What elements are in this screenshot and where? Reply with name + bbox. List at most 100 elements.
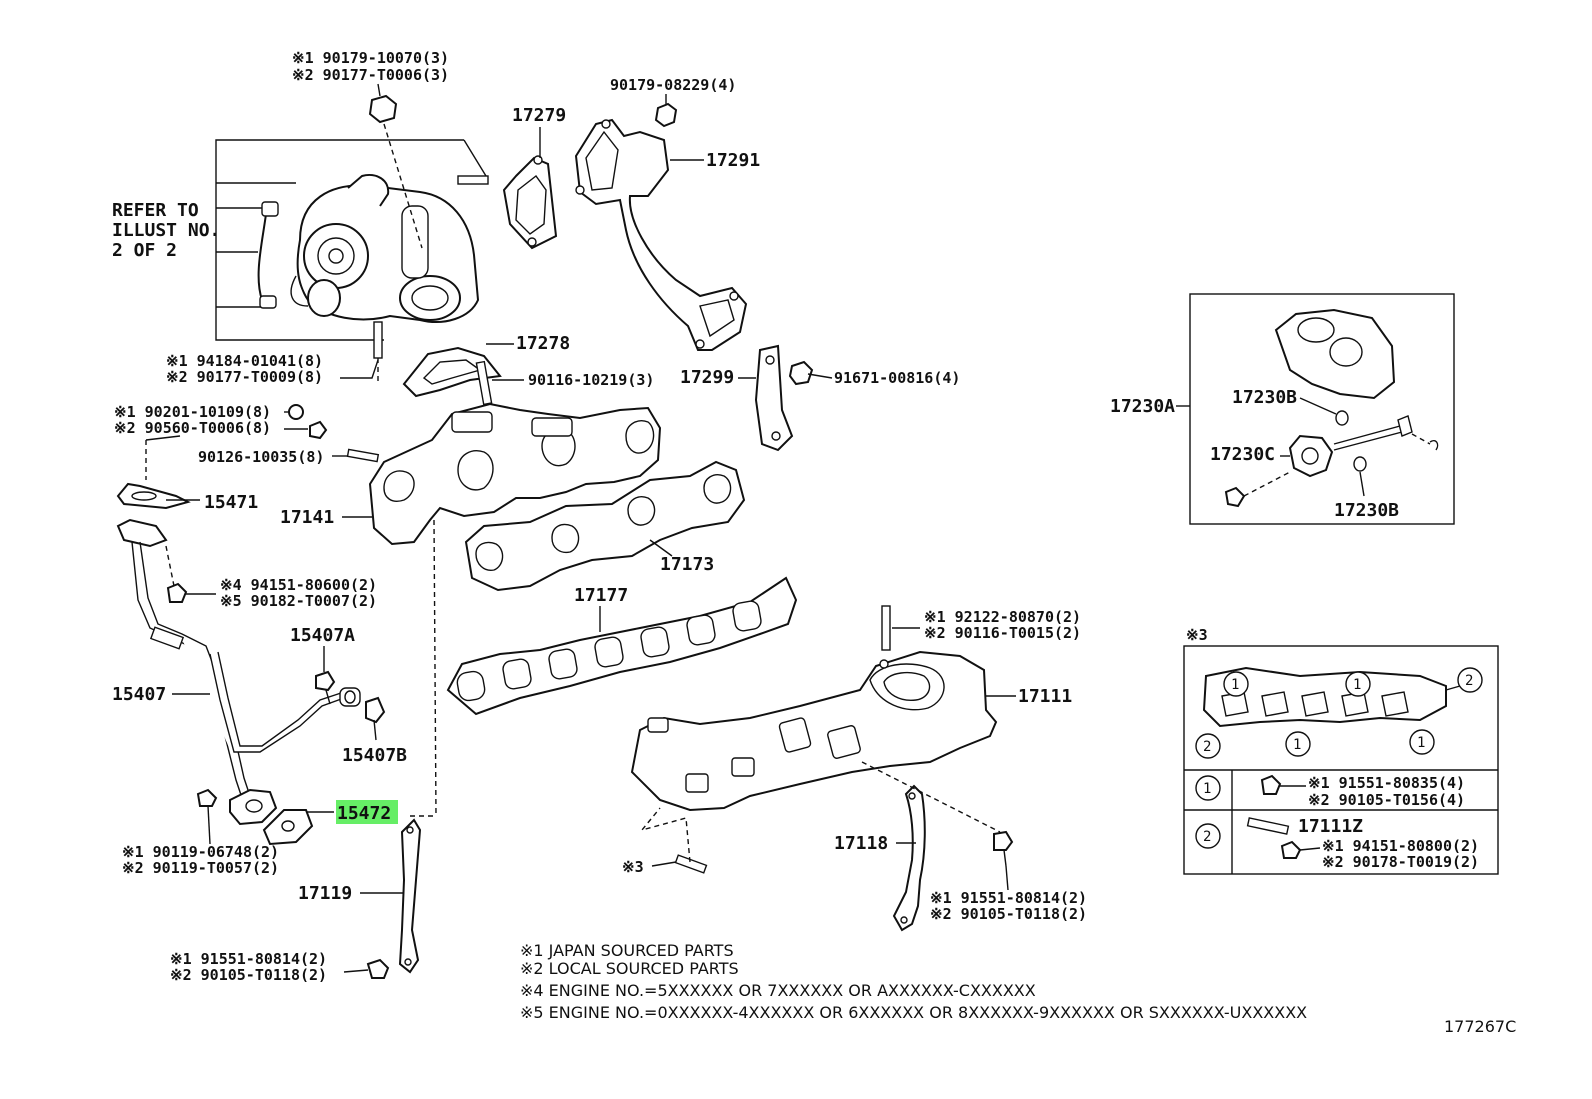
callout-nut-17291: 90179-08229(4) [610, 76, 736, 94]
manifold-gasket-sketch [1195, 666, 1483, 759]
fastener-table [1183, 645, 1499, 875]
label-15407: 15407 [112, 684, 166, 705]
bolt-icon [993, 830, 1014, 851]
turbocharger-group [215, 94, 489, 384]
washer-icon [288, 404, 304, 420]
label-17279: 17279 [512, 105, 566, 126]
bracket-17119 [398, 818, 422, 974]
intake-manifold-17111 [630, 605, 998, 812]
callout-stud-17111-a: ※1 92122-80870(2) [924, 608, 1081, 626]
bolt-icon [315, 670, 336, 692]
callout-stud-17141: 90126-10035(8) [198, 448, 324, 466]
callout-nut-b: ※2 90177-T0006(3) [292, 66, 449, 84]
label-17230b-bottom: 17230B [1334, 500, 1399, 521]
callout-bolt-15407-a: ※1 90119-06748(2) [122, 843, 279, 861]
gasket-marker-5: 1 [1293, 737, 1301, 753]
table-row2-key-circle [1195, 823, 1221, 849]
label-17173: 17173 [660, 554, 714, 575]
callout-stud-17111-b: ※2 90116-T0015(2) [924, 624, 1081, 642]
bolt-icon [366, 958, 390, 979]
callout-bolt-17119-b: ※2 90105-T0118(2) [170, 966, 327, 984]
gasket-marker-6: 1 [1417, 735, 1425, 751]
bolt-icon [1224, 486, 1246, 508]
washer-icon [1353, 456, 1367, 472]
stud-icon [457, 175, 489, 185]
stud-icon [1246, 817, 1290, 835]
gasket-marker-4: 2 [1203, 739, 1211, 755]
label-17299: 17299 [680, 367, 734, 388]
table-row2-b: ※2 90178-T0019(2) [1322, 853, 1479, 871]
callout-stud-a: ※1 94184-01041(8) [166, 352, 323, 370]
bolt-icon [1260, 774, 1282, 795]
label-17119: 17119 [298, 883, 352, 904]
nut-icon [309, 420, 328, 440]
gasket-17173 [464, 460, 746, 592]
callout-washer-a: ※1 90201-10109(8) [114, 403, 271, 421]
note-local-sourced: ※2 LOCAL SOURCED PARTS [520, 959, 739, 978]
label-15407a: 15407A [290, 625, 355, 646]
gasket-marker-1: 1 [1231, 677, 1239, 693]
union-bolt-group [315, 670, 386, 724]
table-row1-a: ※1 91551-80835(4) [1308, 774, 1465, 792]
highlight-15472 [336, 800, 398, 824]
label-17177: 17177 [574, 585, 628, 606]
label-15472: 15472 [337, 803, 391, 824]
bolt-icon [196, 788, 218, 807]
nut-icon [1280, 840, 1302, 859]
diagram-code: 177267C [1444, 1017, 1516, 1036]
gasket-marker-3: 2 [1465, 673, 1473, 689]
nut-icon [368, 94, 398, 124]
table-title: ※3 [1186, 626, 1208, 644]
callout-nut-15407-b: ※5 90182-T0007(2) [220, 592, 377, 610]
stud-icon [373, 321, 383, 359]
refer-line-2: ILLUST NO. [112, 220, 220, 241]
exhaust-pipe-17291 [574, 102, 748, 351]
label-17230b-top: 17230B [1232, 387, 1297, 408]
label-17111z: 17111Z [1298, 816, 1363, 837]
table-row1-key: 1 [1203, 781, 1211, 797]
stud-icon [881, 605, 891, 651]
label-17111: 17111 [1018, 686, 1072, 707]
nut-icon [166, 582, 188, 603]
stud-icon [346, 448, 380, 463]
bolt-icon [788, 360, 814, 386]
callout-bolt-17119-a: ※1 91551-80814(2) [170, 950, 327, 968]
bracket-17118 [892, 784, 926, 932]
label-15471: 15471 [204, 492, 258, 513]
bracket-17299 [754, 344, 833, 452]
inset-box-17230a [1189, 293, 1455, 525]
refer-line-1: REFER TO [112, 200, 199, 221]
gasket-17177 [446, 576, 798, 716]
stud-icon [674, 854, 708, 874]
callout-stud-b: ※2 90177-T0009(8) [166, 368, 323, 386]
gasket-15472 [262, 809, 314, 846]
washer-icon [1335, 410, 1349, 426]
callout-bolt-17118-a: ※1 91551-80814(2) [930, 889, 1087, 907]
note-engine-no-5: ※5 ENGINE NO.=0XXXXXX-4XXXXXX OR 6XXXXXX… [520, 1003, 1307, 1022]
oil-pipe-15407 [116, 482, 345, 826]
table-row2-a: ※1 94151-80800(2) [1322, 837, 1479, 855]
callout-stud-17278: 90116-10219(3) [528, 371, 654, 389]
table-row1-b: ※2 90105-T0156(4) [1308, 791, 1465, 809]
callout-bolt-15407-b: ※2 90119-T0057(2) [122, 859, 279, 877]
label-17230c: 17230C [1210, 444, 1275, 465]
gasket-17279 [502, 155, 558, 250]
label-17230a: 17230A [1110, 396, 1175, 417]
label-17141: 17141 [280, 507, 334, 528]
callout-washer-b: ※2 90560-T0006(8) [114, 419, 271, 437]
note-japan-sourced: ※1 JAPAN SOURCED PARTS [520, 941, 734, 960]
label-17278: 17278 [516, 333, 570, 354]
label-17118: 17118 [834, 833, 888, 854]
callout-nut-15407-a: ※4 94151-80600(2) [220, 576, 377, 594]
nut-icon [654, 102, 678, 128]
callout-note-3: ※3 [622, 858, 644, 876]
gasket-marker-2: 1 [1353, 677, 1361, 693]
label-17291: 17291 [706, 150, 760, 171]
callout-bolt-17118-b: ※2 90105-T0118(2) [930, 905, 1087, 923]
label-15407b: 15407B [342, 745, 407, 766]
table-row1-key-circle [1195, 775, 1221, 801]
actuator-17230-group [1224, 308, 1439, 508]
callout-nut-a: ※1 90179-10070(3) [292, 49, 449, 67]
exhaust-manifold-17141 [368, 402, 662, 546]
